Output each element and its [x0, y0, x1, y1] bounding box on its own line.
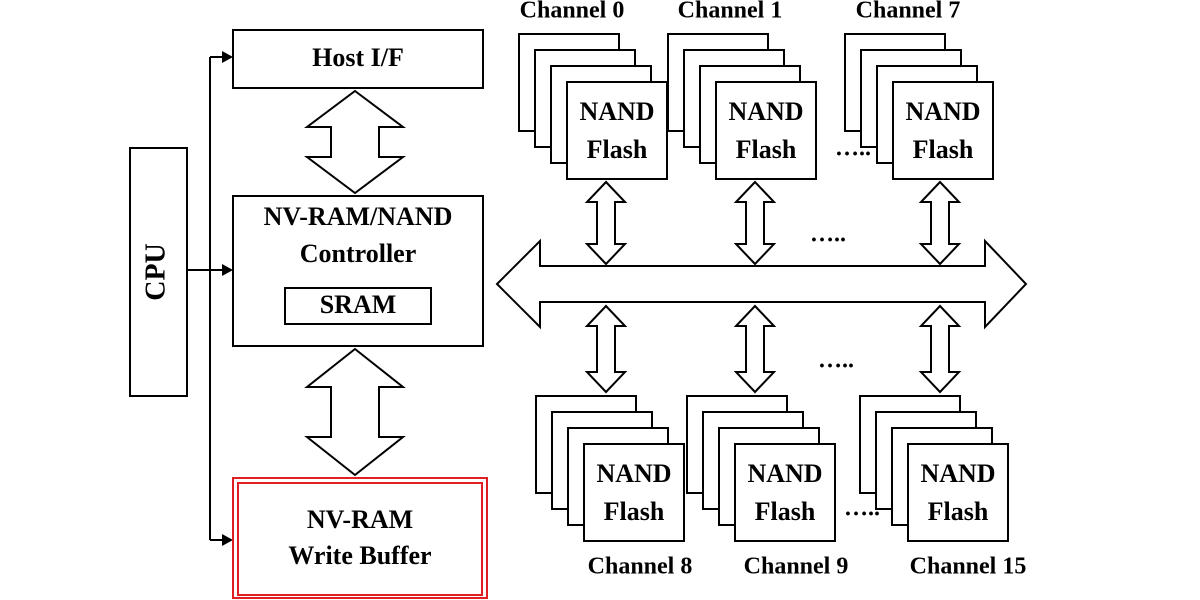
host-if-label: Host I/F — [312, 43, 404, 72]
write-buffer-label-line1: NV-RAM — [307, 505, 413, 534]
host-if-box — [232, 29, 484, 89]
main-bus-arrow — [495, 238, 1028, 330]
nand-flash-label: Flash — [736, 135, 797, 164]
sram-box — [284, 287, 432, 325]
channel-9-label: Channel 9 — [744, 554, 849, 580]
channel-15-arrow — [918, 304, 962, 394]
write-buffer-label-line2: Write Buffer — [288, 541, 431, 570]
nand-flash-chip — [566, 81, 668, 180]
nand-flash-label: Flash — [913, 135, 974, 164]
channel-9-arrow — [733, 304, 777, 394]
channel-8-label: Channel 8 — [588, 554, 693, 580]
nand-flash-chip — [715, 81, 817, 180]
nand-flash-label: NAND — [579, 97, 654, 126]
host-controller-arrow — [304, 89, 406, 195]
channel-15-label: Channel 15 — [910, 554, 1027, 580]
cpu-box — [129, 147, 188, 397]
sram-label: SRAM — [320, 290, 397, 319]
nand-flash-chip — [583, 443, 685, 542]
channel-8-nand-stack: NAND Flash — [535, 395, 685, 542]
channel-0-label: Channel 0 — [520, 0, 625, 24]
channel-0-nand-stack: NAND Flash — [518, 33, 668, 180]
channel-7-nand-stack: NAND Flash — [844, 33, 994, 180]
controller-buffer-arrow — [304, 347, 406, 477]
ellipsis-upper-bus: ….. — [810, 222, 846, 248]
nand-flash-label: Flash — [755, 497, 816, 526]
channel-0-arrow — [584, 180, 628, 266]
channel-1-nand-stack: NAND Flash — [667, 33, 817, 180]
write-buffer-inner-border — [237, 482, 483, 596]
cpu-bus-lines — [187, 56, 226, 541]
nand-flash-label: Flash — [928, 497, 989, 526]
channel-8-arrow — [584, 304, 628, 394]
channel-7-label: Channel 7 — [856, 0, 961, 24]
nand-flash-chip — [734, 443, 836, 542]
channel-1-label: Channel 1 — [678, 0, 783, 24]
ellipsis-top-row: ….. — [835, 136, 871, 162]
cpu-label: CPU — [140, 243, 171, 301]
channel-15-nand-stack: NAND Flash — [859, 395, 1009, 542]
controller-label-line2: Controller — [300, 239, 417, 268]
nand-flash-label: NAND — [728, 97, 803, 126]
nand-flash-label: Flash — [604, 497, 665, 526]
ellipsis-lower-bus: ….. — [818, 348, 854, 374]
channel-9-nand-stack: NAND Flash — [686, 395, 836, 542]
write-buffer-outer-border — [232, 477, 488, 599]
ellipsis-bottom-row: ….. — [844, 496, 880, 522]
nand-flash-label: NAND — [920, 459, 995, 488]
nand-flash-label: NAND — [905, 97, 980, 126]
channel-1-arrow — [733, 180, 777, 266]
controller-label-line1: NV-RAM/NAND — [264, 202, 453, 231]
nand-flash-chip — [892, 81, 994, 180]
nand-flash-label: Flash — [587, 135, 648, 164]
cpu-bus-arrowheads — [222, 51, 233, 546]
nand-flash-stacks: NANDFlashNANDFlashNANDFlashNANDFlashNAND… — [518, 33, 1009, 542]
nand-flash-label: NAND — [596, 459, 671, 488]
channel-bus-arrows — [584, 180, 962, 394]
nand-flash-label: NAND — [747, 459, 822, 488]
nand-flash-chip — [907, 443, 1009, 542]
channel-7-arrow — [918, 180, 962, 266]
